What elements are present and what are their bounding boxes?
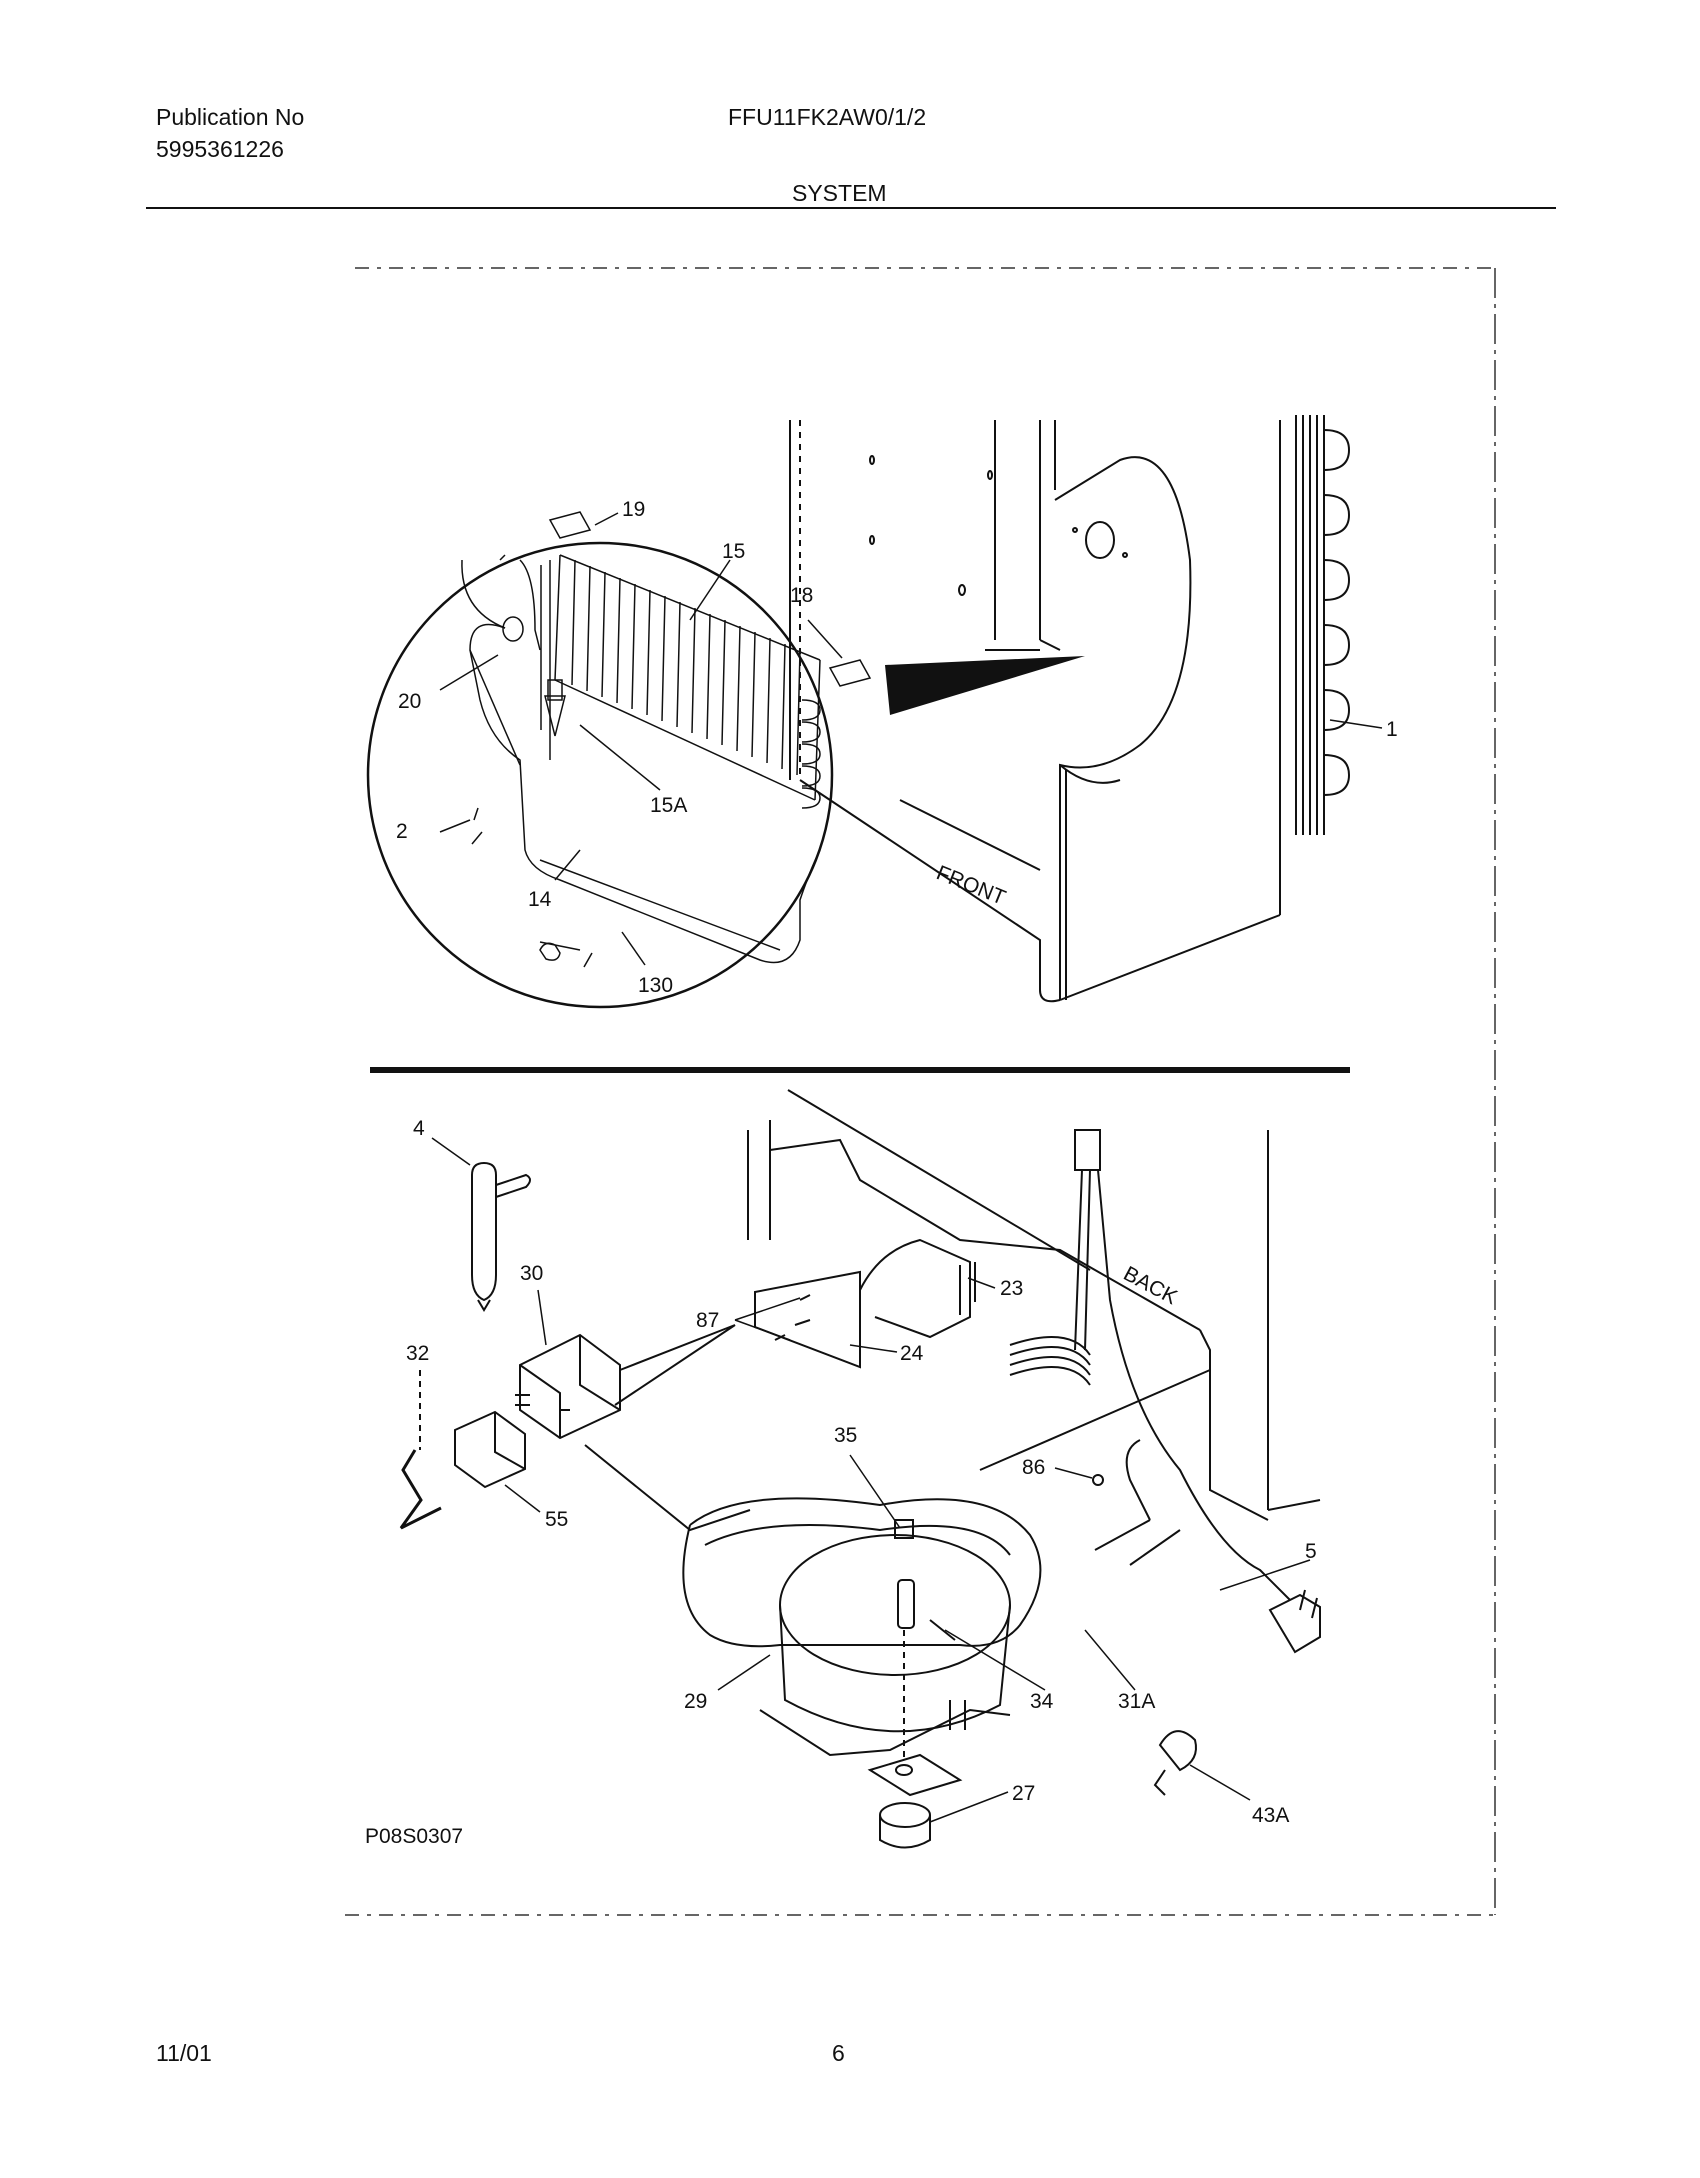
callout-leaders-top bbox=[439, 512, 1383, 966]
condenser-coil bbox=[1295, 415, 1351, 835]
callout-19: 19 bbox=[622, 498, 645, 521]
section-title: SYSTEM bbox=[792, 180, 887, 206]
compressor-illustration bbox=[399, 1089, 1321, 1849]
callout-4: 4 bbox=[413, 1117, 425, 1140]
callout-15: 15 bbox=[722, 540, 745, 563]
callout-55: 55 bbox=[545, 1508, 568, 1531]
callout-34: 34 bbox=[1030, 1690, 1054, 1713]
model-number: FFU11FK2AW0/1/2 bbox=[728, 104, 927, 130]
callout-30: 30 bbox=[520, 1262, 543, 1285]
footer-date: 11/01 bbox=[156, 2040, 212, 2066]
callout-87: 87 bbox=[696, 1309, 719, 1332]
callout-5: 5 bbox=[1305, 1540, 1317, 1563]
callout-20: 20 bbox=[398, 690, 421, 713]
callout-86: 86 bbox=[1022, 1456, 1045, 1479]
diagram-frame bbox=[345, 267, 1496, 1916]
cabinet-illustration bbox=[789, 420, 1281, 1003]
callout-27: 27 bbox=[1012, 1782, 1035, 1805]
callout-32: 32 bbox=[406, 1342, 429, 1365]
callout-130: 130 bbox=[638, 974, 673, 997]
callout-1: 1 bbox=[1386, 718, 1398, 741]
header-rule bbox=[146, 207, 1556, 209]
callout-15a: 15A bbox=[650, 794, 687, 817]
callout-leaders-bottom bbox=[419, 1137, 1311, 1823]
callout-2: 2 bbox=[396, 820, 408, 843]
figure-code: P08S0307 bbox=[365, 1825, 463, 1848]
page-number: 6 bbox=[832, 2040, 845, 2066]
evaporator-detail bbox=[366, 511, 872, 1009]
callout-labels-top: 19 15 18 20 15A 2 14 130 1 FRONT bbox=[396, 498, 1398, 997]
publication-number: 5995361226 bbox=[156, 136, 284, 162]
callout-labels-bottom: 4 30 32 87 23 24 35 86 55 5 29 34 31A 27… bbox=[365, 1117, 1317, 1848]
callout-35: 35 bbox=[834, 1424, 857, 1447]
callout-23: 23 bbox=[1000, 1277, 1023, 1300]
callout-14: 14 bbox=[528, 888, 552, 911]
callout-29: 29 bbox=[684, 1690, 707, 1713]
callout-43a: 43A bbox=[1252, 1804, 1289, 1827]
callout-24: 24 bbox=[900, 1342, 924, 1365]
publication-label: Publication No bbox=[156, 104, 305, 130]
callout-31a: 31A bbox=[1118, 1690, 1155, 1713]
callout-18: 18 bbox=[790, 584, 813, 607]
front-label: FRONT bbox=[933, 861, 1009, 909]
